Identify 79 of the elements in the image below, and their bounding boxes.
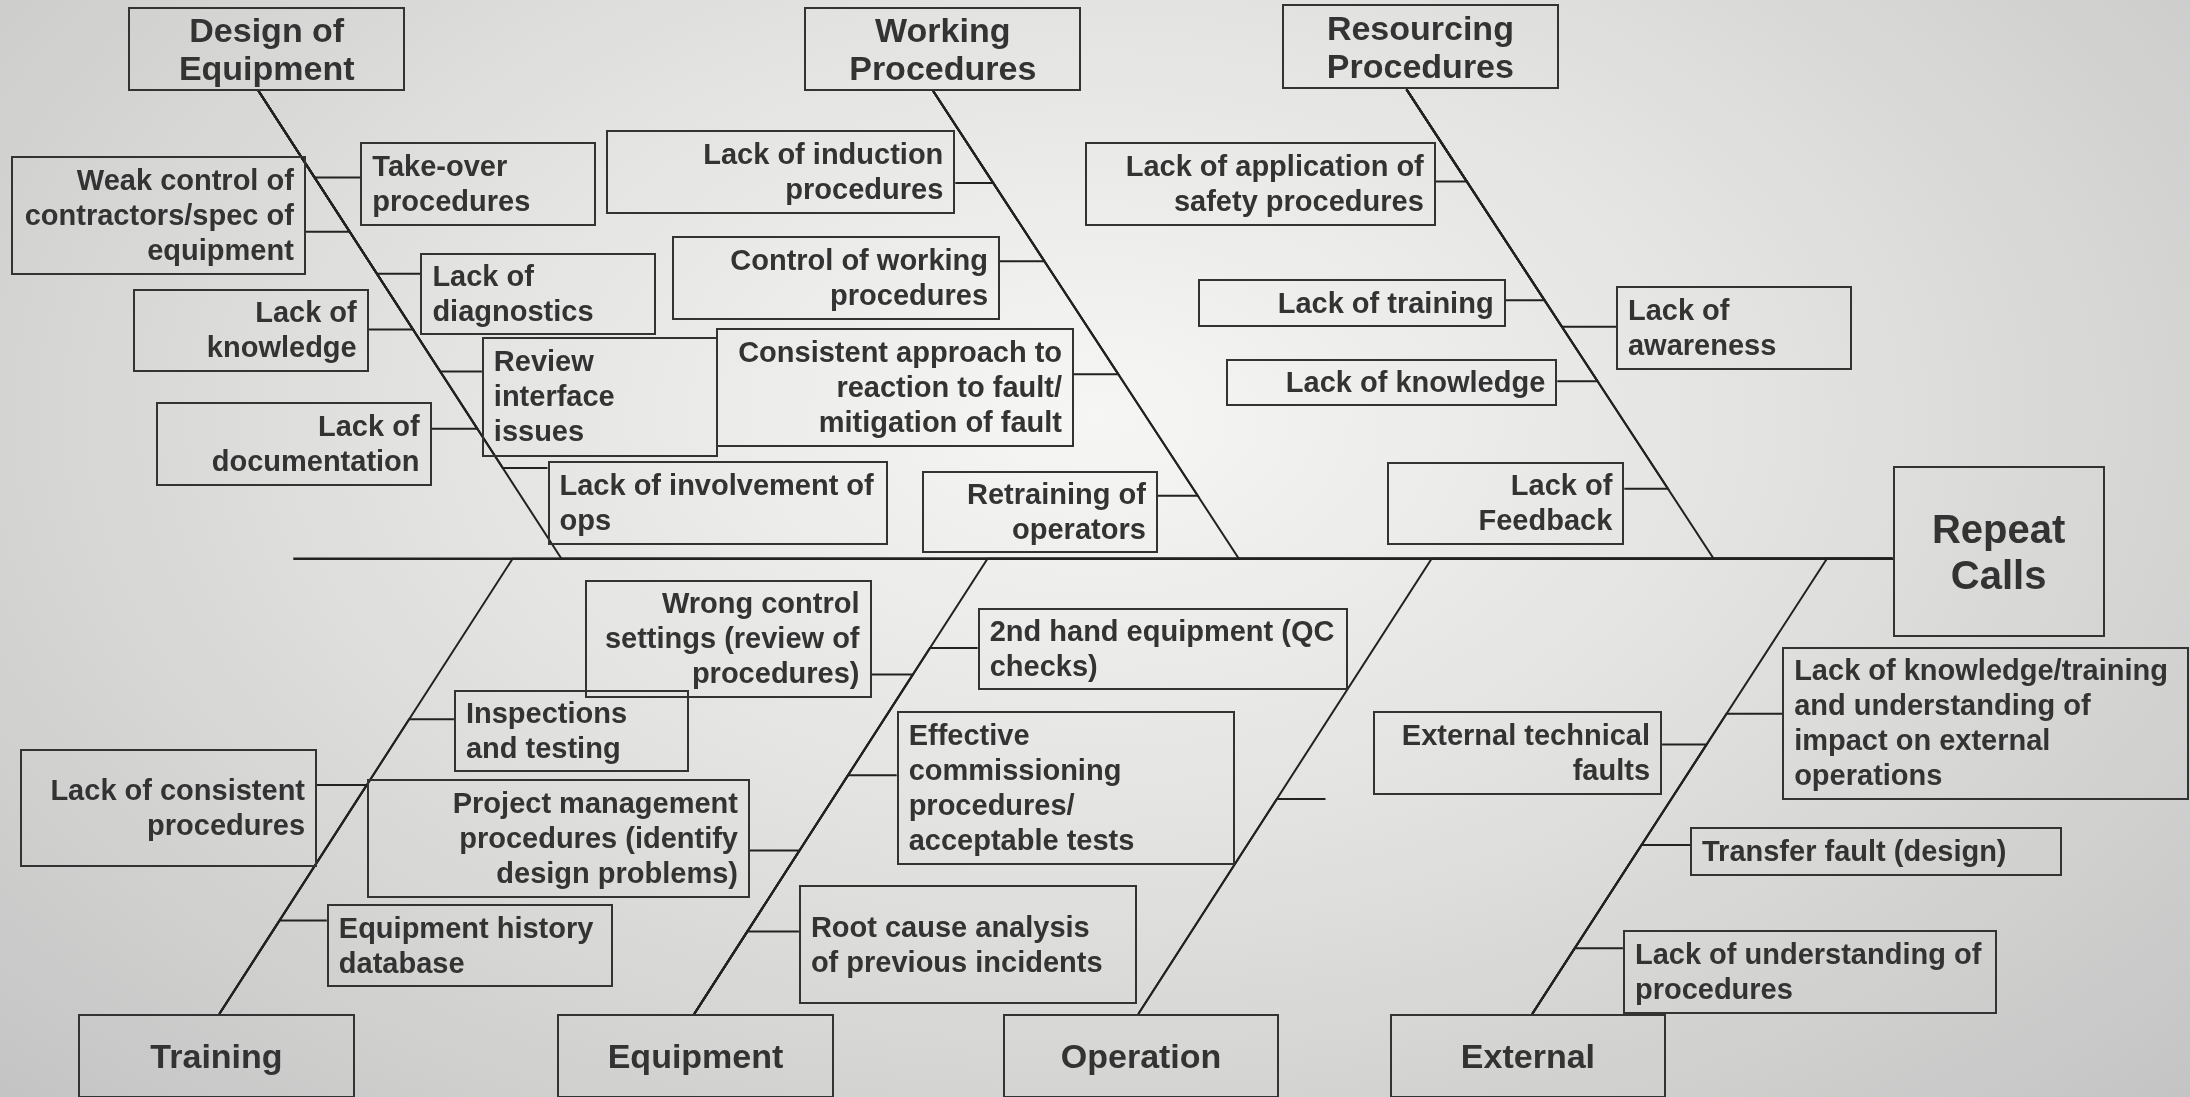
cause-text: Lack of documentation [210, 409, 420, 480]
cause-text: Lack of training [1276, 285, 1494, 321]
cause-box [453, 689, 689, 773]
connector-line [932, 89, 1200, 497]
cause-text: Effective commissioning procedures/ acceptable tests [908, 717, 1136, 858]
cause-text: Lack of application of safety procedures [1124, 149, 1424, 220]
cause-text: Lack of involvement of ops [559, 467, 875, 538]
cause-text: Control of working procedures [729, 242, 988, 313]
cause-text: Lack of Feedback [1477, 468, 1613, 539]
cause-box [1622, 930, 1998, 1014]
cause-text: Take-over procedures [372, 149, 532, 220]
cause-box [671, 236, 1000, 320]
cause-text: 2nd hand equipment (QC checks) [989, 613, 1336, 684]
cause-text: Consistent approach to reaction to fault/ mitigation of fault [737, 335, 1063, 441]
category-box [128, 6, 405, 91]
cause-box [798, 885, 1137, 1005]
connector-line [257, 89, 549, 469]
cause-text: Retraining of operators [966, 476, 1146, 547]
cause-text: Transfer fault (design) [1702, 833, 2008, 869]
cause-box [716, 328, 1075, 447]
effect-text: Repeat Calls [1930, 505, 2067, 598]
cause-text: Review interface issues [493, 344, 616, 450]
cause-text: Wrong control settings (review of procedures) [603, 586, 860, 692]
category-text: Working Procedures [848, 10, 1038, 87]
cause-box [1372, 710, 1663, 795]
category-text: Resourcing Procedures [1325, 8, 1515, 85]
cause-text: Equipment history database [338, 910, 595, 981]
cause-box [547, 460, 889, 545]
cause-box [156, 402, 432, 487]
cause-box [585, 579, 872, 699]
cause-text: Lack of knowledge [1284, 365, 1546, 401]
cause-box [1615, 286, 1852, 371]
effect-box [1892, 466, 2105, 637]
cause-box [367, 779, 750, 899]
cause-text: Lack of consistent procedures [49, 772, 306, 843]
cause-box [360, 142, 597, 227]
cause-text: Weak control of contractors/spec of equipment [23, 163, 294, 269]
connector-line [1405, 88, 1670, 490]
connector-line [1531, 947, 1624, 1015]
connector-line [693, 930, 800, 1015]
cause-text: External technical faults [1400, 717, 1651, 788]
cause-box [481, 336, 718, 457]
category-text: Design of Equipment [177, 10, 356, 87]
cause-text: Project management procedures (identify design problems) [451, 786, 738, 892]
cause-text: Lack of induction procedures [702, 136, 944, 207]
cause-text: Lack of diagnostics [432, 259, 595, 329]
category-text: External [1459, 1036, 1597, 1075]
cause-box [977, 607, 1348, 690]
connector-line [218, 919, 328, 1015]
cause-text: Lack of knowledge [205, 295, 357, 366]
cause-box [606, 129, 956, 214]
cause-box [420, 252, 657, 336]
category-text: Operation [1059, 1036, 1223, 1075]
category-box [1002, 1014, 1280, 1097]
cause-box [1690, 826, 2062, 876]
cause-text: Lack of awareness [1627, 293, 1778, 364]
cause-text: Inspections and testing [465, 696, 629, 767]
cause-text: Root cause analysis of previous incidents [810, 909, 1104, 980]
category-text: Training [149, 1036, 284, 1075]
cause-box [1085, 142, 1436, 227]
cause-box [921, 470, 1158, 554]
cause-box [19, 748, 318, 868]
cause-box [1198, 279, 1506, 327]
cause-box [1386, 462, 1625, 545]
cause-box [1226, 358, 1558, 407]
cause-box [11, 156, 306, 276]
category-box [557, 1014, 834, 1097]
cause-box [896, 710, 1235, 865]
category-box [1389, 1014, 1667, 1097]
category-box [78, 1014, 355, 1097]
connector-line [1137, 797, 1327, 1015]
category-box [804, 6, 1081, 91]
cause-text: Lack of understanding of procedures [1634, 937, 1983, 1008]
cause-text: Lack of knowledge/training and understanding of impact on external operations [1794, 653, 2169, 794]
cause-box [132, 289, 369, 372]
category-box [1282, 4, 1559, 90]
cause-box [326, 903, 614, 988]
category-text: Equipment [606, 1036, 785, 1075]
cause-box [1782, 646, 2189, 801]
